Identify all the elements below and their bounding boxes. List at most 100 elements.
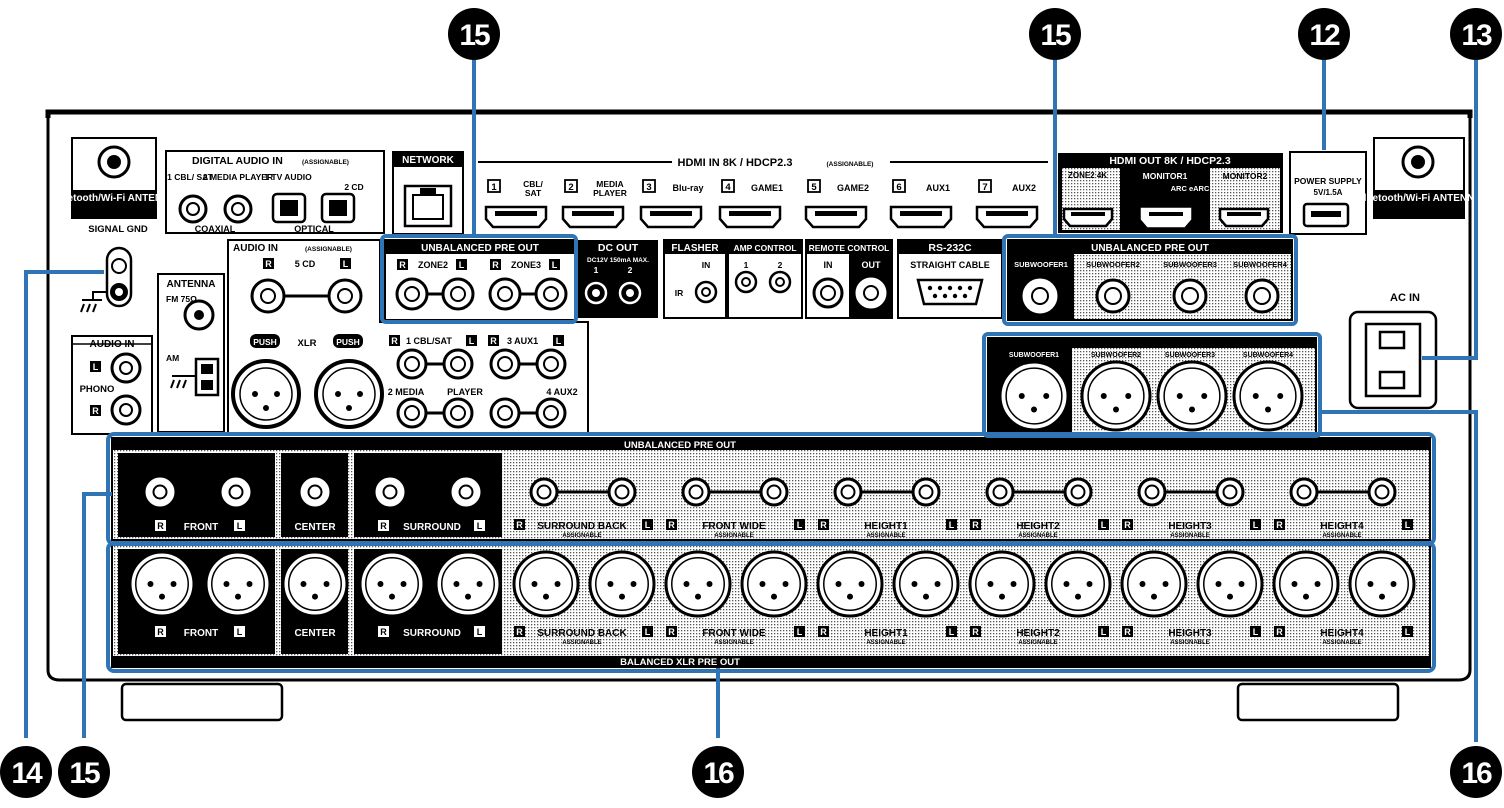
phono-l-jack[interactable] xyxy=(110,352,142,384)
hdmi-in-3-port[interactable] xyxy=(639,205,703,229)
hdmi-out-monitor2-port[interactable] xyxy=(1218,207,1270,228)
height2-l-xlr[interactable] xyxy=(1044,550,1112,618)
sub2-jack[interactable] xyxy=(1095,278,1131,314)
front-wide-r-xlr[interactable] xyxy=(664,550,732,618)
height4-l-jack[interactable] xyxy=(1367,477,1397,507)
sub-xlr-2-jack[interactable] xyxy=(1080,360,1152,432)
fm-label: FM 75Ω xyxy=(166,294,197,304)
remote-out-jack[interactable] xyxy=(855,277,887,309)
coax-jack-2[interactable] xyxy=(223,194,253,224)
xlr-in-r[interactable] xyxy=(231,359,301,429)
front-l-xlr[interactable] xyxy=(204,550,272,618)
usb-power-port[interactable] xyxy=(1302,202,1350,228)
hdmi-in-1-port[interactable] xyxy=(484,205,548,229)
sub4-jack[interactable] xyxy=(1244,278,1280,314)
height1-l-jack[interactable] xyxy=(911,477,941,507)
surround-back-r-xlr[interactable] xyxy=(512,550,580,618)
surround-back-l-jack[interactable] xyxy=(607,477,637,507)
analog-in-jack-2[interactable] xyxy=(442,348,474,380)
dc-out-2-jack[interactable] xyxy=(618,281,642,305)
surround-l-jack[interactable] xyxy=(451,477,481,507)
lan-port[interactable] xyxy=(403,184,453,228)
amp-control-2-jack[interactable] xyxy=(768,270,792,294)
zone3-l-jack[interactable] xyxy=(534,277,568,311)
height4-r-xlr[interactable] xyxy=(1272,550,1340,618)
analog-in-jack-3[interactable] xyxy=(489,348,521,380)
height1-l-xlr-badge: L xyxy=(946,626,957,637)
height4-l-xlr[interactable] xyxy=(1348,550,1416,618)
height3-l-jack[interactable] xyxy=(1215,477,1245,507)
hdmi-in-4-port[interactable] xyxy=(718,205,782,229)
surround-l-xlr[interactable] xyxy=(434,550,502,618)
height4-r-jack[interactable] xyxy=(1289,477,1319,507)
height3-r-xlr[interactable] xyxy=(1120,550,1188,618)
surround-r-xlr[interactable] xyxy=(358,550,426,618)
optical-port-2[interactable] xyxy=(320,192,356,224)
hdmi-in-7-port[interactable] xyxy=(975,205,1039,229)
hdmi-in-6-port[interactable] xyxy=(889,205,953,229)
analog-r1-badge: R xyxy=(391,336,398,346)
analog-in-jack-6[interactable] xyxy=(442,397,474,429)
flasher-in-jack[interactable] xyxy=(694,280,718,304)
front-label: FRONT xyxy=(184,522,218,533)
xlr-in-l[interactable] xyxy=(314,359,384,429)
unbalanced-jacks xyxy=(145,477,1397,507)
center-xlr[interactable] xyxy=(281,550,349,618)
surround-back-r-jack[interactable] xyxy=(529,477,559,507)
zone2-l-jack[interactable] xyxy=(441,277,475,311)
analog-in-jack-4[interactable] xyxy=(535,348,567,380)
center-jack[interactable] xyxy=(300,477,330,507)
height1-r-xlr[interactable] xyxy=(816,550,884,618)
front-l-jack[interactable] xyxy=(221,477,251,507)
surround-r-jack[interactable] xyxy=(375,477,405,507)
ac-inlet[interactable] xyxy=(1348,310,1438,410)
height3-l-xlr[interactable] xyxy=(1196,550,1264,618)
hdmi-in-2-port[interactable] xyxy=(561,205,625,229)
height3-r-jack[interactable] xyxy=(1137,477,1167,507)
front-wide-l-xlr[interactable] xyxy=(740,550,808,618)
surround-back-xlr-label: SURROUND BACK xyxy=(537,628,627,639)
callout-14-badge-5: 14 xyxy=(0,746,52,798)
hdmi-out-monitor1-port[interactable] xyxy=(1140,207,1192,228)
sub-xlr-4-jack[interactable] xyxy=(1232,360,1304,432)
height1-l-xlr[interactable] xyxy=(892,550,960,618)
coax-jack-1[interactable] xyxy=(178,194,208,224)
sub3-jack[interactable] xyxy=(1172,278,1208,314)
sub-xlr-1-jack[interactable] xyxy=(998,360,1070,432)
front-wide-r-jack[interactable] xyxy=(681,477,711,507)
analog-in-jack-5[interactable] xyxy=(396,397,428,429)
front-r-xlr[interactable] xyxy=(128,550,196,618)
ground-icon xyxy=(80,291,107,313)
optical-port-1[interactable] xyxy=(271,192,307,224)
rs232c-port[interactable] xyxy=(916,278,984,306)
hdmi-in-4-label: GAME1 xyxy=(751,183,783,193)
zone3-r-jack[interactable] xyxy=(488,277,522,311)
height2-r-xlr[interactable] xyxy=(968,550,1036,618)
sub-xlr-3-jack[interactable] xyxy=(1156,360,1228,432)
analog-in-jack-8[interactable] xyxy=(535,397,567,429)
callout-boxes xyxy=(106,234,1436,673)
zone2-r-jack[interactable] xyxy=(395,277,429,311)
front-r-jack[interactable] xyxy=(145,477,175,507)
ground-terminal[interactable] xyxy=(110,283,128,301)
fm-connector[interactable] xyxy=(183,299,215,331)
height2-r-jack[interactable] xyxy=(985,477,1015,507)
hdmi-out-zone2-port[interactable] xyxy=(1062,207,1114,228)
height1-r-jack[interactable] xyxy=(833,477,863,507)
rc-out-label: OUT xyxy=(862,260,882,270)
phono-r-jack[interactable] xyxy=(110,394,142,426)
analog-in-jack-1[interactable] xyxy=(396,348,428,380)
analog-in-jack-7[interactable] xyxy=(489,397,521,429)
amp-control-1-jack[interactable] xyxy=(734,270,758,294)
surround-back-l-xlr[interactable] xyxy=(588,550,656,618)
remote-in-jack[interactable] xyxy=(812,277,844,309)
cd-r-jack[interactable] xyxy=(250,278,286,314)
am-terminal[interactable] xyxy=(194,357,220,397)
sub1-jack[interactable] xyxy=(1022,278,1058,314)
height2-l-jack[interactable] xyxy=(1063,477,1093,507)
hdmi-in-5-port[interactable] xyxy=(804,205,868,229)
cd-l-jack[interactable] xyxy=(327,278,363,314)
dc-out-1-jack[interactable] xyxy=(584,281,608,305)
front-wide-l-jack[interactable] xyxy=(759,477,789,507)
surround-l-badge: L xyxy=(474,520,485,531)
